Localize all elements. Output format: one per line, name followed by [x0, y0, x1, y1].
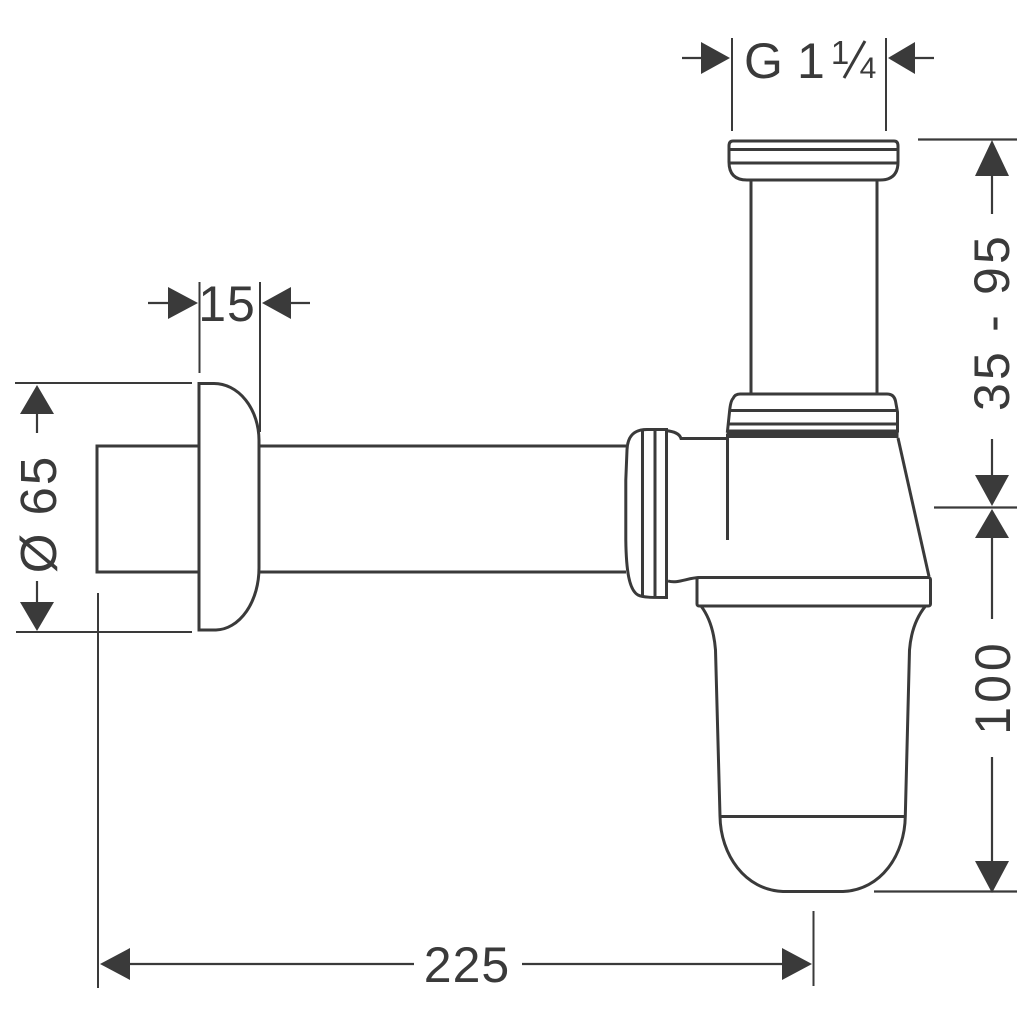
- svg-text:1: 1: [797, 33, 825, 89]
- svg-text:225: 225: [424, 937, 510, 993]
- svg-text:G: G: [744, 33, 783, 89]
- svg-text:Ø 65: Ø 65: [10, 455, 67, 574]
- svg-text:1: 1: [831, 34, 849, 71]
- svg-text:15: 15: [198, 276, 256, 332]
- svg-text:100: 100: [965, 639, 1021, 734]
- svg-text:4: 4: [860, 52, 877, 85]
- svg-text:35 - 95: 35 - 95: [964, 233, 1020, 411]
